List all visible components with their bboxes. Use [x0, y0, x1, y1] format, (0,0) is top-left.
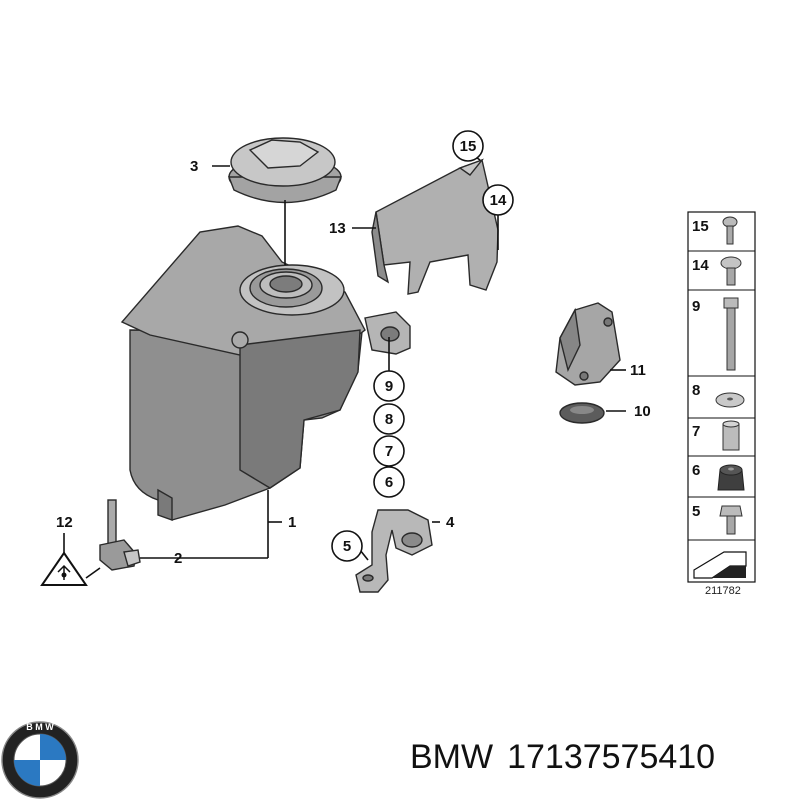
callout-3: 3 — [190, 158, 198, 175]
legend-num-7: 7 — [692, 423, 700, 440]
callouts: 3 13 15 14 9 8 7 6 5 4 11 10 1 2 12 — [56, 130, 651, 567]
expanding-rivet-icon — [720, 256, 742, 286]
bmw-logo: B M W — [1, 721, 79, 799]
spacer-sleeve-icon — [722, 420, 740, 451]
callout-13: 13 — [329, 220, 346, 237]
callout-11: 11 — [630, 362, 646, 379]
expansion-tank — [120, 225, 411, 521]
callout-8: 8 — [385, 411, 393, 428]
legend-num-15: 15 — [692, 218, 709, 235]
svg-text:B M W: B M W — [26, 722, 54, 732]
mounting-bracket — [555, 302, 621, 386]
screw-icon — [722, 216, 738, 245]
part-caption: BMW 17137575410 — [410, 738, 729, 777]
diagram-number: 211782 — [705, 585, 741, 597]
callout-5: 5 — [343, 538, 351, 555]
legend-num-8: 8 — [692, 382, 700, 399]
callout-6: 6 — [385, 474, 393, 491]
callout-9: 9 — [385, 378, 393, 395]
lower-bracket — [355, 509, 433, 593]
callout-15: 15 — [460, 138, 477, 155]
legend-num-6: 6 — [692, 462, 700, 479]
part-number: 17137575410 — [507, 738, 716, 776]
washer-icon — [715, 392, 745, 408]
callout-12: 12 — [56, 514, 73, 531]
callout-14: 14 — [490, 192, 507, 209]
callout-7: 7 — [385, 443, 393, 460]
rubber-mount-icon — [717, 464, 745, 491]
legend-num-14: 14 — [692, 257, 709, 274]
long-bolt-icon — [723, 297, 739, 371]
cover-bracket — [371, 158, 499, 295]
direction-arrow-icon — [693, 551, 747, 579]
brand-name: BMW — [410, 738, 494, 776]
callout-2: 2 — [174, 550, 182, 567]
callout-10: 10 — [634, 403, 651, 420]
callout-1: 1 — [288, 514, 296, 531]
rubber-grommet — [559, 402, 605, 424]
legend-num-9: 9 — [692, 298, 700, 315]
warning-triangle-icon — [40, 551, 88, 586]
callout-4: 4 — [446, 514, 455, 531]
level-sensor — [99, 499, 141, 571]
fastener-legend: 15 14 9 8 7 6 5 — [687, 211, 756, 597]
legend-num-5: 5 — [692, 503, 700, 520]
tank-cap — [227, 137, 343, 265]
leader-lines — [63, 152, 626, 579]
hex-bolt-icon — [719, 505, 743, 535]
